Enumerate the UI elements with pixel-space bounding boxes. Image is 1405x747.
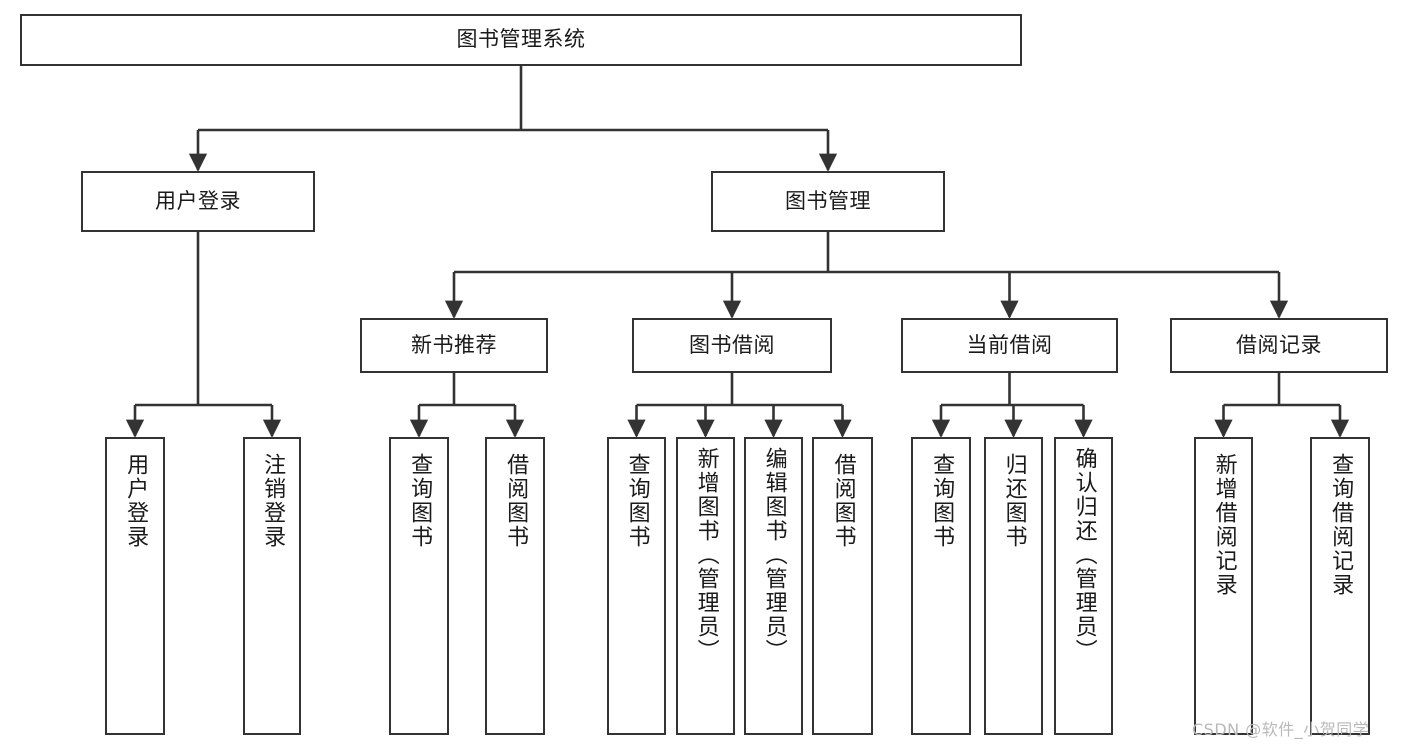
- node-root-label: 图书管理系统: [456, 27, 586, 52]
- node-user-login[interactable]: 用户登录: [81, 171, 315, 232]
- node-leaf-query-record[interactable]: 查询借阅记录: [1310, 437, 1370, 735]
- node-user-login-label: 用户登录: [155, 188, 241, 213]
- node-leaf-borrow-book-1-label: 借阅图书: [503, 453, 529, 549]
- node-leaf-confirm-return-label: 确认归还（管理员）: [1071, 447, 1097, 663]
- node-leaf-user-login[interactable]: 用户登录: [105, 437, 165, 735]
- node-leaf-query-book-3-label: 查询图书: [929, 453, 955, 549]
- node-leaf-add-book[interactable]: 新增图书（管理员）: [676, 437, 735, 735]
- node-leaf-add-book-label: 新增图书（管理员）: [693, 447, 719, 663]
- node-root[interactable]: 图书管理系统: [20, 14, 1022, 66]
- node-leaf-add-record[interactable]: 新增借阅记录: [1194, 437, 1253, 735]
- node-leaf-query-book-1-label: 查询图书: [407, 453, 433, 549]
- node-leaf-user-logout-label: 注销登录: [260, 453, 286, 549]
- node-book-borrow[interactable]: 图书借阅: [632, 318, 832, 373]
- node-leaf-edit-book[interactable]: 编辑图书（管理员）: [744, 437, 803, 735]
- node-borrow-record[interactable]: 借阅记录: [1170, 318, 1388, 373]
- node-borrow-record-label: 借阅记录: [1236, 332, 1322, 357]
- node-book-manage[interactable]: 图书管理: [711, 171, 945, 232]
- node-leaf-borrow-book-2[interactable]: 借阅图书: [812, 437, 873, 735]
- node-current-borrow-label: 当前借阅: [966, 332, 1053, 357]
- node-current-borrow[interactable]: 当前借阅: [901, 318, 1118, 373]
- node-leaf-borrow-book-1[interactable]: 借阅图书: [485, 437, 545, 735]
- node-book-manage-label: 图书管理: [785, 188, 871, 213]
- node-leaf-return-book-label: 归还图书: [1001, 453, 1027, 549]
- node-book-borrow-label: 图书借阅: [689, 332, 775, 357]
- node-leaf-query-book-2-label: 查询图书: [624, 453, 650, 549]
- node-leaf-confirm-return[interactable]: 确认归还（管理员）: [1054, 437, 1113, 735]
- node-leaf-add-record-label: 新增借阅记录: [1211, 453, 1237, 597]
- csdn-watermark: CSDN @软件_小贺同学: [1192, 720, 1370, 739]
- node-leaf-query-record-label: 查询借阅记录: [1328, 453, 1354, 597]
- node-leaf-query-book-3[interactable]: 查询图书: [911, 437, 971, 735]
- node-new-book-recommend[interactable]: 新书推荐: [360, 318, 548, 373]
- node-leaf-query-book-2[interactable]: 查询图书: [607, 437, 666, 735]
- node-leaf-user-login-label: 用户登录: [123, 453, 149, 549]
- node-leaf-query-book-1[interactable]: 查询图书: [389, 437, 449, 735]
- node-leaf-user-logout[interactable]: 注销登录: [243, 437, 301, 735]
- node-new-book-recommend-label: 新书推荐: [411, 332, 497, 357]
- node-leaf-return-book[interactable]: 归还图书: [984, 437, 1043, 735]
- node-leaf-edit-book-label: 编辑图书（管理员）: [761, 447, 787, 663]
- node-leaf-borrow-book-2-label: 借阅图书: [830, 453, 856, 549]
